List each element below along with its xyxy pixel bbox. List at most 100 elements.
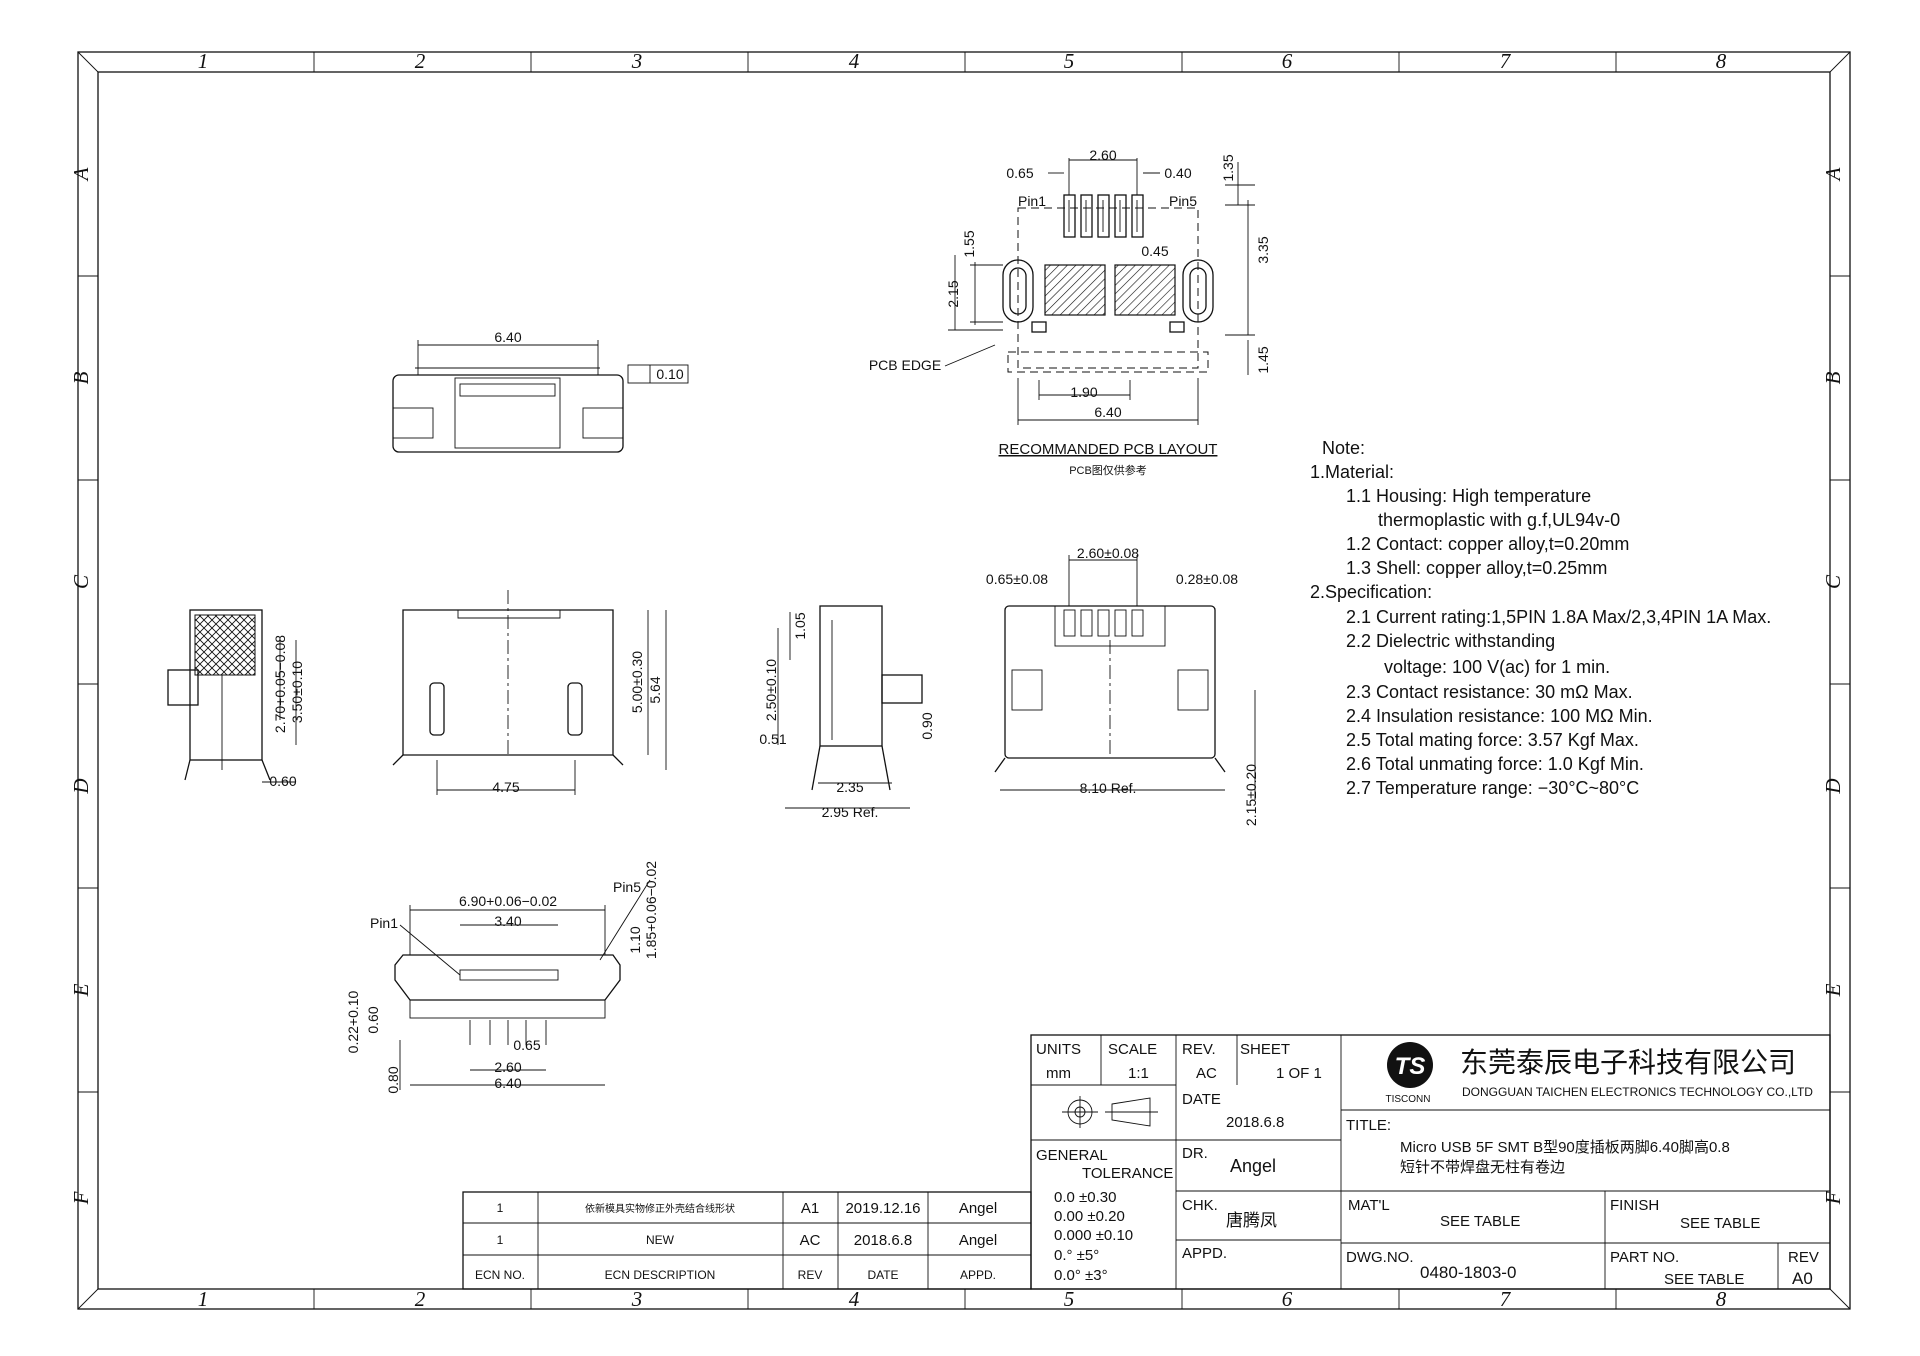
rev-row1-desc: 依新模具实物修正外壳结合线形状 — [585, 1202, 735, 1215]
pcb-layout-view: 0.65 2.60 0.40 1.35 3.35 0.45 1.55 2.15 … — [869, 147, 1271, 477]
bottom-dim-1-10: 1.10 — [627, 926, 643, 953]
note-line-8: 2.2 Dielectric withstanding — [1346, 631, 1555, 651]
pcb-dim-0-45: 0.45 — [1141, 243, 1168, 259]
rev-row1-appd: Angel — [959, 1200, 997, 1217]
rev-value: AC — [1196, 1065, 1217, 1082]
pcb-dim-0-40: 0.40 — [1164, 165, 1191, 181]
zone-row-a: A — [69, 167, 93, 182]
pcb-dim-1-90: 1.90 — [1070, 384, 1097, 400]
bottom-dim-3-40: 3.40 — [494, 913, 521, 929]
tolerance-4: 0.° ±5° — [1054, 1247, 1099, 1264]
note-line-7: 2.1 Current rating:1,5PIN 1.8A Max/2,3,4… — [1346, 607, 1771, 627]
note-line-6: 2.Specification: — [1310, 582, 1432, 602]
rev-header-ecn: ECN NO. — [475, 1268, 525, 1282]
units-label: UNITS — [1036, 1041, 1081, 1058]
note-line-3: thermoplastic with g.f,UL94v-0 — [1378, 510, 1620, 530]
zone-col-6: 6 — [1282, 49, 1293, 73]
zone-row-e-right: E — [1821, 983, 1845, 997]
pcb-dim-3-35: 3.35 — [1255, 236, 1271, 263]
rev-row2-rev: AC — [800, 1232, 821, 1249]
note-line-12: 2.5 Total mating force: 3.57 Kgf Max. — [1346, 730, 1639, 750]
tisconn-logo: TS TISCONN — [1386, 1042, 1433, 1105]
pcb-dim-1-55: 1.55 — [961, 230, 977, 257]
date-value: 2018.6.8 — [1226, 1114, 1284, 1131]
rev-header-rev: REV — [798, 1268, 823, 1282]
projection-symbol-icon — [1062, 1096, 1158, 1128]
scale-label: SCALE — [1108, 1041, 1157, 1058]
top-flatness-value: 0.10 — [656, 366, 683, 382]
matl-value: SEE TABLE — [1440, 1213, 1520, 1230]
bottom-dim-0-60: 0.60 — [365, 1006, 381, 1033]
front-dim-5-64: 5.64 — [647, 676, 663, 703]
dr-value: Angel — [1230, 1156, 1276, 1176]
rside-dim-2-35: 2.35 — [836, 779, 863, 795]
rear-dim-0-65: 0.65±0.08 — [986, 571, 1048, 587]
rear-dim-8-10: 8.10 Ref. — [1080, 780, 1137, 796]
zone-col-5-bottom: 5 — [1064, 1287, 1075, 1311]
tolerance-1: 0.0 ±0.30 — [1054, 1189, 1116, 1206]
rev-header-date: DATE — [867, 1268, 898, 1282]
tolerance-5: 0.0° ±3° — [1054, 1267, 1108, 1284]
pcb-dim-1-35: 1.35 — [1220, 154, 1236, 181]
sheet-value: 1 OF 1 — [1276, 1065, 1322, 1082]
right-side-view: 1.05 2.50±0.10 0.51 0.90 2.35 2.95 Ref. — [759, 605, 935, 820]
rside-dim-0-51: 0.51 — [759, 731, 786, 747]
zone-row-f: F — [69, 1191, 93, 1205]
rev-label: REV. — [1182, 1041, 1216, 1058]
zone-col-7-bottom: 7 — [1500, 1287, 1512, 1311]
note-line-5: 1.3 Shell: copper alloy,t=0.25mm — [1346, 558, 1607, 578]
tolerance-2: 0.00 ±0.20 — [1054, 1208, 1125, 1225]
note-line-10: 2.3 Contact resistance: 30 mΩ Max. — [1346, 682, 1633, 702]
zone-row-a-right: A — [1821, 167, 1845, 182]
front-view: 5.00±0.30 5.64 4.75 — [392, 590, 667, 795]
rear-dim-2-60: 2.60±0.08 — [1077, 545, 1139, 561]
logo-mark: TS — [1395, 1053, 1426, 1080]
zone-col-8: 8 — [1716, 49, 1727, 73]
top-dim-6-40: 6.40 — [494, 329, 521, 345]
chk-value: 唐腾凤 — [1226, 1210, 1277, 1230]
rev-row2-appd: Angel — [959, 1232, 997, 1249]
note-line-9: voltage: 100 V(ac) for 1 min. — [1384, 657, 1610, 677]
bottom-pin5-label: Pin5 — [613, 879, 641, 895]
bottom-view: 6.90+0.06−0.02 3.40 1.10 1.85+0.06−0.02 … — [345, 861, 659, 1094]
rev-row2-ecn: 1 — [497, 1233, 504, 1247]
drawing-border: 1 2 3 4 5 6 7 8 1 2 3 4 5 6 7 8 A B C D … — [69, 49, 1851, 1311]
pcb-pin1-label: Pin1 — [1018, 193, 1046, 209]
bottom-dim-2-60: 2.60 — [494, 1059, 521, 1075]
rear-dim-0-28: 0.28±0.08 — [1176, 571, 1238, 587]
finish-value: SEE TABLE — [1680, 1215, 1760, 1232]
zone-col-2: 2 — [415, 49, 426, 73]
rear-dim-2-15: 2.15±0.20 — [1243, 764, 1259, 826]
part-value: SEE TABLE — [1664, 1271, 1744, 1288]
pcb-dim-2-15: 2.15 — [945, 280, 961, 307]
zone-row-b: B — [69, 371, 93, 384]
title-label: TITLE: — [1346, 1117, 1391, 1134]
zone-col-3-bottom: 3 — [631, 1287, 643, 1311]
general-label: GENERAL — [1036, 1147, 1108, 1164]
units-value: mm — [1046, 1065, 1071, 1082]
zone-row-e: E — [69, 983, 93, 997]
logo-text: TISCONN — [1386, 1094, 1431, 1105]
note-line-14: 2.7 Temperature range: −30°C~80°C — [1346, 778, 1639, 798]
dwg-label: DWG.NO. — [1346, 1249, 1414, 1266]
zone-col-6-bottom: 6 — [1282, 1287, 1293, 1311]
zone-row-d-right: D — [1821, 778, 1845, 794]
sheet-label: SHEET — [1240, 1041, 1290, 1058]
zone-col-1: 1 — [198, 49, 209, 73]
chk-label: CHK. — [1182, 1197, 1218, 1214]
pcb-dim-6-40: 6.40 — [1094, 404, 1121, 420]
rear-view: 2.60±0.08 0.65±0.08 0.28±0.08 8.10 Ref. … — [986, 545, 1259, 826]
rev2-label: REV — [1788, 1249, 1819, 1266]
rev-header-desc: ECN DESCRIPTION — [605, 1268, 716, 1282]
title-line-2: 短针不带焊盘无柱有卷边 — [1400, 1158, 1565, 1176]
tolerance-label: TOLERANCE — [1082, 1165, 1173, 1182]
zone-col-1-bottom: 1 — [198, 1287, 209, 1311]
scale-value: 1:1 — [1128, 1065, 1149, 1082]
rev2-value: A0 — [1792, 1269, 1813, 1288]
zone-col-5: 5 — [1064, 49, 1075, 73]
dwg-value: 0480-1803-0 — [1420, 1263, 1516, 1282]
dr-label: DR. — [1182, 1145, 1208, 1162]
company-name-cn: 东莞泰辰电子科技有限公司 — [1460, 1047, 1796, 1078]
notes-block: Note: 1.Material: 1.1 Housing: High temp… — [1310, 438, 1771, 798]
zone-row-c-right: C — [1821, 574, 1845, 589]
